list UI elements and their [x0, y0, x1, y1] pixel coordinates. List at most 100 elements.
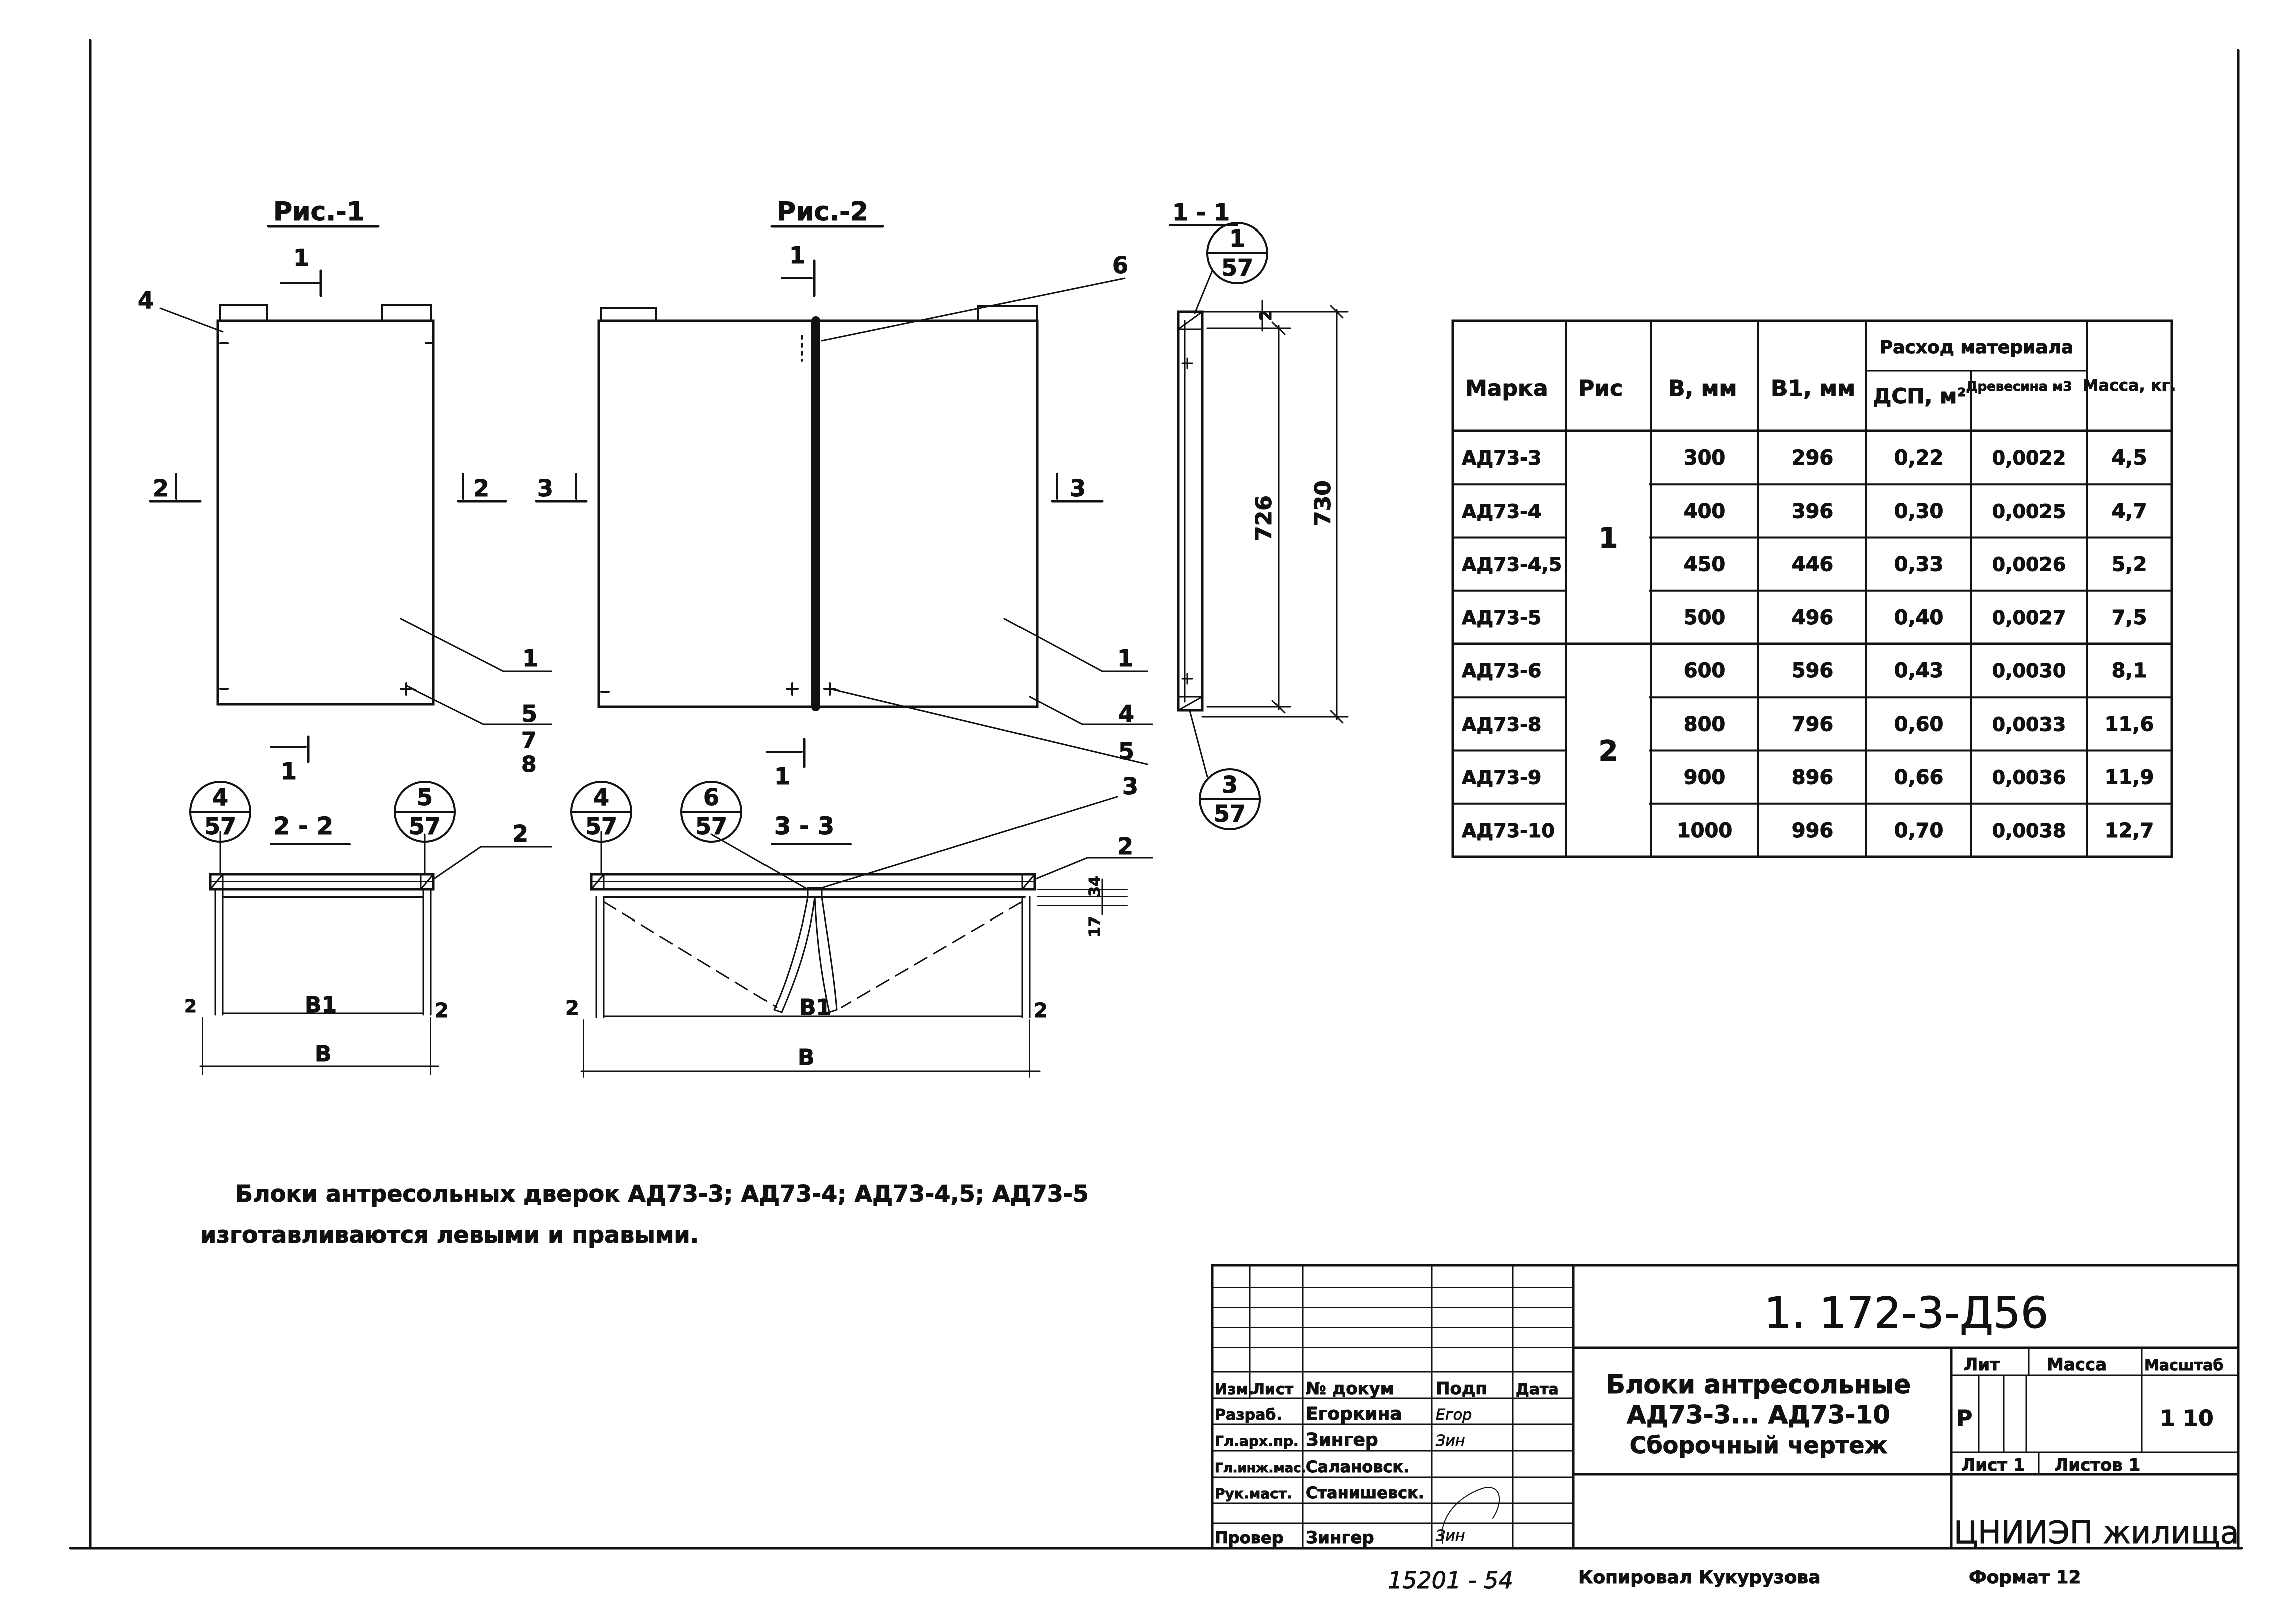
drawing-code: 1. 172-3-Д56: [1764, 1288, 2049, 1338]
tb-sign-0: Егор: [1436, 1406, 1472, 1424]
dim-2-top: 2: [1256, 310, 1275, 321]
fig2-cut1-top: 1: [789, 242, 805, 269]
fig1-callout-8: 8: [521, 752, 537, 777]
section-2-2: 2 - 2 В1 В 2 2 2: [184, 812, 552, 1075]
spec-cell-dsp: 0,60: [1894, 713, 1944, 736]
sec33-callout-2: 2: [1117, 833, 1133, 860]
node-references: 1 57 3 57 4 57 5 57 4 57 6 57: [189, 222, 1268, 843]
tb-sheet: Лист 1: [1961, 1455, 2025, 1475]
spec-cell-wood: 0,0036: [1992, 767, 2066, 789]
fig1-callout-4: 4: [138, 287, 154, 314]
tb-role-0: Разраб.: [1215, 1406, 1282, 1424]
spec-cell-b1: 496: [1792, 606, 1834, 629]
tb-sheets: Листов 1: [2054, 1455, 2140, 1475]
tb-mass-label: Масса: [2047, 1355, 2107, 1375]
fig2-cut1-bottom: 1: [774, 763, 790, 790]
tb-name-0: Егоркина: [1306, 1404, 1402, 1424]
tb-name-3: Станишевск.: [1306, 1483, 1424, 1502]
spec-cell-b: 450: [1684, 553, 1726, 576]
tb-copied-by: Копировал Кукурузова: [1578, 1567, 1821, 1588]
tb-scale-label: Масштаб: [2144, 1357, 2223, 1374]
fig1-callout-1: 1: [522, 645, 538, 672]
spec-cell-mark: АД73-9: [1462, 767, 1541, 789]
fig1-cut2-left: 2: [153, 475, 169, 502]
sec33-dim-b: В: [798, 1045, 815, 1070]
node-ref-4-57-sec22: 4 57: [189, 781, 251, 843]
fig2-title: Рис.-2: [777, 197, 868, 227]
spec-cell-wood: 0,0038: [1992, 820, 2066, 842]
tb-col-izm: Изм.: [1215, 1381, 1254, 1398]
fig2-cut3-left: 3: [537, 475, 553, 502]
svg-text:4: 4: [593, 784, 609, 811]
fig2-cut3-right: 3: [1070, 475, 1086, 502]
fig2-callout-6: 6: [1112, 252, 1128, 279]
spec-cell-b1: 796: [1792, 713, 1834, 736]
svg-text:3: 3: [1222, 771, 1238, 798]
fig1-cut1-top: 1: [293, 244, 309, 271]
spec-cell-mass: 4,5: [2112, 446, 2147, 470]
dim-34: 34: [1086, 876, 1104, 897]
spec-cell-wood: 0,0025: [1992, 500, 2066, 522]
fig1-cut2-right: 2: [473, 475, 489, 502]
tb-lit-label: Лит: [1964, 1355, 2000, 1375]
sec22-edge-left: 2: [184, 996, 197, 1017]
tb-lit-value: Р: [1956, 1406, 1972, 1431]
spec-cell-b: 600: [1684, 659, 1726, 682]
svg-text:57: 57: [204, 813, 236, 840]
tb-title-line-1: Блоки антресольные: [1606, 1370, 1911, 1399]
spec-cell-mark: АД73-5: [1462, 607, 1541, 629]
sec22-dim-b1: В1: [305, 992, 337, 1018]
tb-name-1: Зингер: [1306, 1430, 1378, 1450]
tb-organization: ЦНИИЭП жилища: [1954, 1514, 2239, 1551]
spec-cell-mark: АД73-10: [1462, 820, 1555, 842]
spec-cell-mass: 11,9: [2105, 766, 2154, 789]
svg-text:57: 57: [695, 813, 727, 840]
node-ref-6-57: 6 57: [680, 781, 742, 843]
fig1-view: Рис.-1 1 2 2 1 4 1 5 7 8: [138, 197, 552, 785]
tb-format: Формат 12: [1969, 1567, 2081, 1588]
tb-col-date: Дата: [1516, 1381, 1559, 1398]
tb-role-3: Рук.маст.: [1215, 1485, 1292, 1502]
fig2-callout-1: 1: [1117, 645, 1133, 672]
section-3-3: 3 - 3 В1 В 2 2 3 2 34: [565, 773, 1153, 1078]
node-ref-3-57: 3 57: [1189, 710, 1261, 830]
spec-cell-wood: 0,0022: [1992, 447, 2066, 469]
tb-name-2: Салановск.: [1306, 1457, 1409, 1476]
spec-cell-mass: 4,7: [2112, 500, 2147, 523]
spec-cell-mass: 7,5: [2112, 606, 2147, 629]
th-fig: Рис: [1578, 376, 1623, 401]
th-b1: В1, мм: [1771, 376, 1855, 401]
spec-cell-wood: 0,0033: [1992, 713, 2066, 735]
svg-text:57: 57: [1221, 254, 1253, 281]
note-line-2: изготавливаются левыми и правыми.: [200, 1221, 699, 1248]
sec22-dim-b: В: [315, 1041, 332, 1067]
spec-cell-mass: 8,1: [2112, 659, 2147, 682]
title-block: 1. 172-3-Д56 Изм. Лист № докум Подп Дата…: [1211, 1264, 2240, 1594]
svg-text:5: 5: [417, 784, 433, 811]
spec-cell-fig: 1: [1599, 522, 1618, 555]
svg-text:57: 57: [409, 813, 441, 840]
spec-cell-wood: 0,0026: [1992, 554, 2066, 576]
spec-cell-mark: АД73-3: [1462, 447, 1541, 469]
tb-name-4: Зингер: [1306, 1528, 1374, 1548]
spec-table: Марка Рис В, мм В1, мм Расход материала …: [1451, 319, 2176, 858]
spec-cell-dsp: 0,30: [1894, 500, 1944, 523]
spec-cell-wood: 0,0027: [1992, 607, 2066, 629]
section33-title: 3 - 3: [774, 812, 834, 840]
dim-17: 17: [1086, 916, 1104, 937]
th-dsp: ДСП, м²: [1873, 384, 1966, 408]
spec-cell-wood: 0,0030: [1992, 660, 2066, 682]
tb-role-1: Гл.арх.пр.: [1215, 1433, 1299, 1449]
spec-cell-b: 800: [1684, 713, 1726, 736]
svg-text:57: 57: [1214, 800, 1246, 827]
spec-cell-b1: 446: [1792, 553, 1834, 576]
spec-cell-mass: 5,2: [2112, 553, 2147, 576]
spec-cell-mass: 11,6: [2105, 713, 2154, 736]
th-consumption: Расход материала: [1880, 337, 2074, 358]
spec-cell-mark: АД73-4,5: [1462, 554, 1562, 576]
spec-cell-b1: 896: [1792, 766, 1834, 789]
svg-text:6: 6: [703, 784, 719, 811]
node-ref-5-57: 5 57: [394, 781, 456, 843]
section-1-1: 1 - 1 726 730 2: [1169, 199, 1349, 724]
